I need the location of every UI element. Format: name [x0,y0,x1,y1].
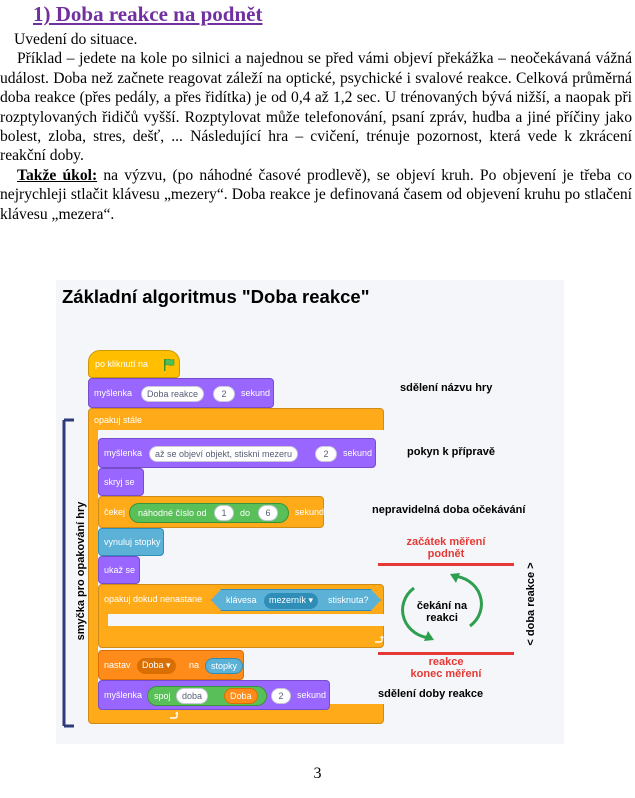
variable-dropdown: Doba ▾ [137,658,176,674]
key-pressed-label: stisknuta? [328,595,369,605]
random-label: náhodné číslo od [138,508,207,518]
forever-label: opakuj stále [94,415,143,425]
wait-block: čekej náhodné číslo od 1 do 6 sekund [98,496,324,528]
hide-block: skryj se [98,468,144,496]
set-label: nastav [104,660,131,670]
think-block-instruction: myšlenka až se objeví objekt, stiskni me… [98,438,376,468]
annotation-line: reakci [426,612,458,624]
annotation-random-wait: nepravidelná doba očekávání [372,504,526,516]
show-label: ukaž se [104,565,136,575]
wait-unit: sekund [295,507,325,517]
body-text: Uvedení do situace. Příklad – jedete na … [0,30,632,224]
annotation-start-measure: začátek měření podnět [386,536,506,560]
annotation-waiting: čekání na reakci [408,600,476,624]
think-text-input: Doba reakce [141,386,205,402]
think-label: myšlenka [104,690,143,700]
random-number-block: náhodné číslo od 1 do 6 [129,503,289,523]
key-dropdown: mezerník ▾ [264,593,319,609]
think-label: myšlenka [94,388,133,398]
think-seconds-input: 2 [271,688,291,704]
think-text-input: až se objeví objekt, stiskni mezeru [149,446,299,462]
join-block: spoj doba Doba [147,686,267,706]
annotation-line: reakce [428,656,464,668]
key-pressed-block: klávesa mezerník ▾ stisknuta? [211,589,381,611]
think-block-result: myšlenka spoj doba Doba 2 sekund [98,680,330,710]
timer-reporter: stopky [205,658,244,674]
annotation-line: čekání na [416,600,468,612]
think-block-title: myšlenka Doba reakce 2 sekund [88,378,274,408]
reaction-time-side-label: < doba reakce > [525,562,537,646]
wait-label: čekej [104,507,126,517]
end-line [378,652,514,655]
example-paragraph: Příklad – jedete na kole po silnici a na… [0,50,632,165]
think-unit: sekund [241,388,271,398]
reaction-cycle [401,573,483,641]
random-from-input: 1 [214,505,234,521]
join-text-input: doba [176,688,209,704]
annotation-line: začátek měření [406,536,486,548]
annotation-line: podnět [427,548,465,560]
loop-bracket [62,418,74,728]
think-seconds-input: 2 [315,446,337,462]
random-to-input: 6 [258,505,278,521]
think-unit: sekund [297,690,327,700]
intro-paragraph: Uvedení do situace. [14,31,138,48]
task-paragraph: Takže úkol: na výzvu, (po náhodné časové… [0,166,632,224]
page-heading: 1) Doba reakce na podnět [33,2,263,26]
task-text: na výzvu, (po náhodné časové prodlevě), … [0,166,632,223]
reset-timer-block: vynuluj stopky [98,528,164,556]
annotation-line: konec měření [410,668,482,680]
loop-arrow-icon [170,711,178,719]
hide-label: skryj se [104,477,135,487]
join-label: spoj [154,691,171,701]
doba-variable-reporter: Doba [224,688,258,704]
think-label: myšlenka [104,448,143,458]
show-block: ukaž se [98,556,140,584]
when-flag-label: po kliknutí na [95,359,149,369]
set-variable-block: nastav Doba ▾ na stopky [98,650,244,680]
think-unit: sekund [343,448,373,458]
annotation-end-measure: reakce konec měření [386,656,506,680]
set-to-label: na [189,660,200,670]
green-flag-icon [164,358,175,371]
annotation-game-title: sdělení názvu hry [400,382,493,394]
random-to-label: do [240,508,251,518]
algorithm-figure: Základní algoritmus "Doba reakce" po kli… [56,280,564,744]
repeat-until-label: opakuj dokud nenastane [104,594,203,604]
page-number: 3 [313,765,322,782]
key-label: klávesa [226,595,257,605]
start-line [378,563,514,566]
loop-arrow-icon [375,635,384,643]
figure-title: Základní algoritmus "Doba reakce" [62,286,370,307]
loop-side-label: smyčka pro opakování hry [75,501,87,641]
reset-timer-label: vynuluj stopky [104,537,161,547]
task-label: Takže úkol: [17,166,98,184]
when-flag-clicked-block: po kliknutí na [88,350,180,378]
repeat-inner-gap [108,614,384,626]
annotation-result: sdělení doby reakce [378,688,484,700]
think-seconds-input: 2 [213,386,235,402]
annotation-prepare: pokyn k přípravě [407,446,496,458]
